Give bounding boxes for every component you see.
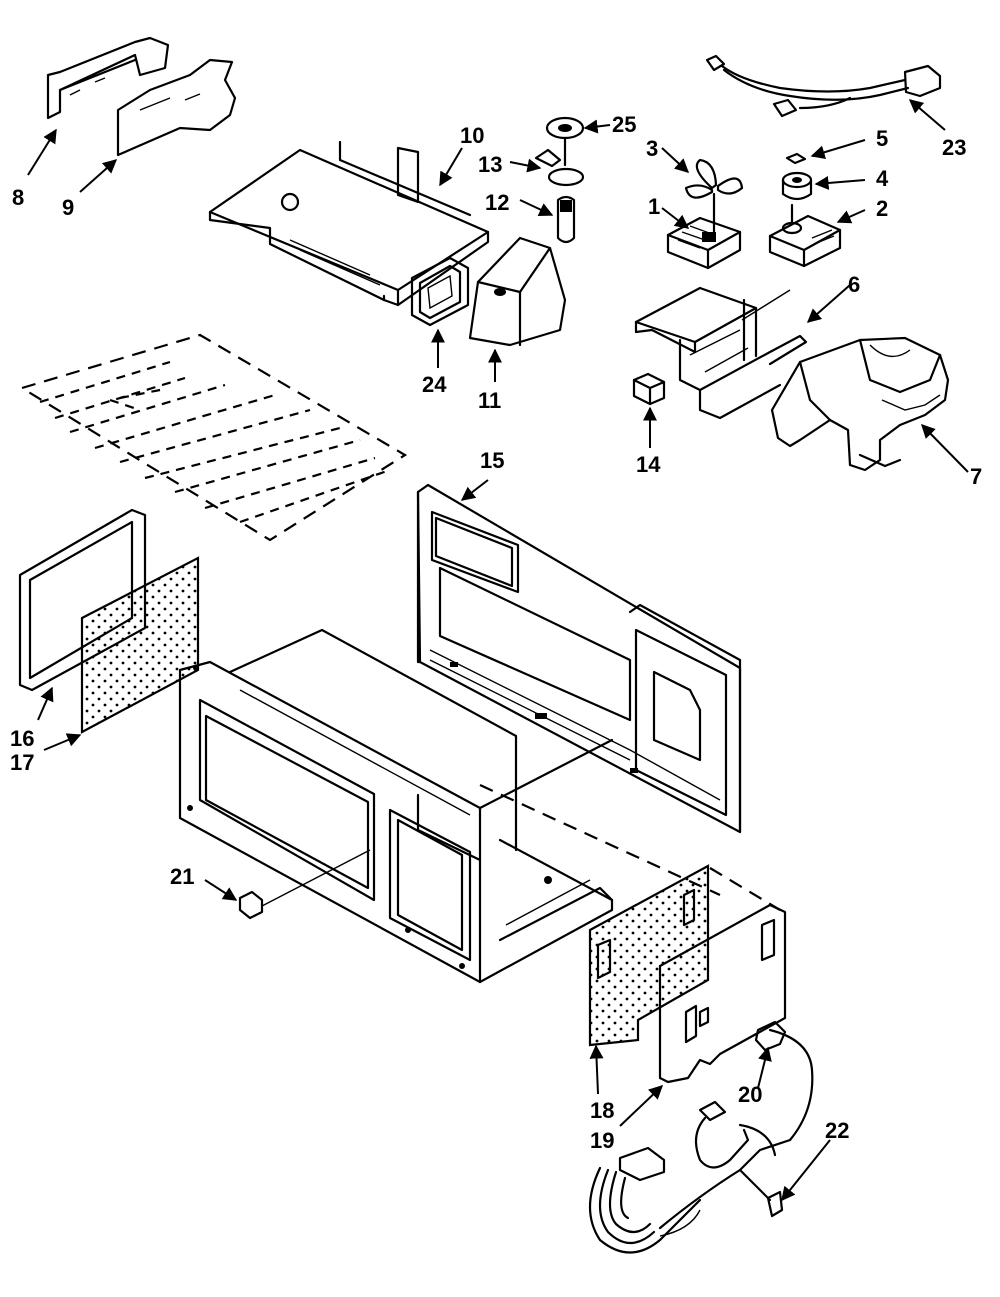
part-10-top-plate [208,140,490,307]
main-cavity-box [178,628,781,984]
callout-3: 3 [646,136,658,161]
part-8-bracket [46,36,170,120]
callout-14: 14 [636,452,661,477]
callout-22: 22 [825,1118,849,1143]
part-21-clip [238,849,371,920]
part-4-pulley [781,171,813,201]
callout-1: 1 [648,194,660,219]
callout-11: 11 [478,388,501,413]
callout-20: 20 [738,1082,762,1107]
leader-lines [27,99,969,1202]
callout-4: 4 [876,166,889,191]
part-9-bracket [116,58,237,157]
callout-6: 6 [848,272,860,297]
part-18-side-mesh [588,864,710,1047]
callout-13: 13 [478,152,502,177]
callout-10: 10 [460,123,484,148]
callout-16: 16 [10,726,34,751]
callout-21: 21 [170,864,194,889]
dashed-cavity-panel [19,333,408,542]
callout-9: 9 [62,195,74,220]
part-15-front-panel [416,483,742,834]
part-11-duct [468,236,567,347]
callout-5: 5 [876,126,888,151]
part-7-blower-housing [770,336,950,472]
callout-24: 24 [422,372,447,397]
part-1-motor [666,216,742,270]
callout-23: 23 [942,135,966,160]
part-19-side-cover [658,903,787,1084]
part-25-13-12-assembly [534,116,585,244]
part-14-block [632,372,666,406]
part-24-gasket [410,256,470,327]
part-20-connector [754,1020,814,1142]
callout-19: 19 [590,1128,614,1153]
part-6-motor-bracket [634,286,808,420]
callout-12: 12 [485,190,509,215]
callout-8: 8 [12,185,24,210]
callout-15: 15 [480,448,504,473]
part-5-washer [785,152,807,165]
part-22-wire-harness [589,1100,792,1254]
callout-25: 25 [612,112,636,137]
part-23-wire-harness [705,54,942,118]
callout-17: 17 [10,750,34,775]
callout-18: 18 [590,1098,614,1123]
callout-labels: 8 9 10 25 13 12 3 1 5 4 2 23 6 24 11 14 … [10,112,982,1153]
part-3-fan-blade [684,158,744,234]
part-2-stirrer-motor [768,203,842,268]
callout-2: 2 [876,196,888,221]
callout-7: 7 [970,464,982,489]
